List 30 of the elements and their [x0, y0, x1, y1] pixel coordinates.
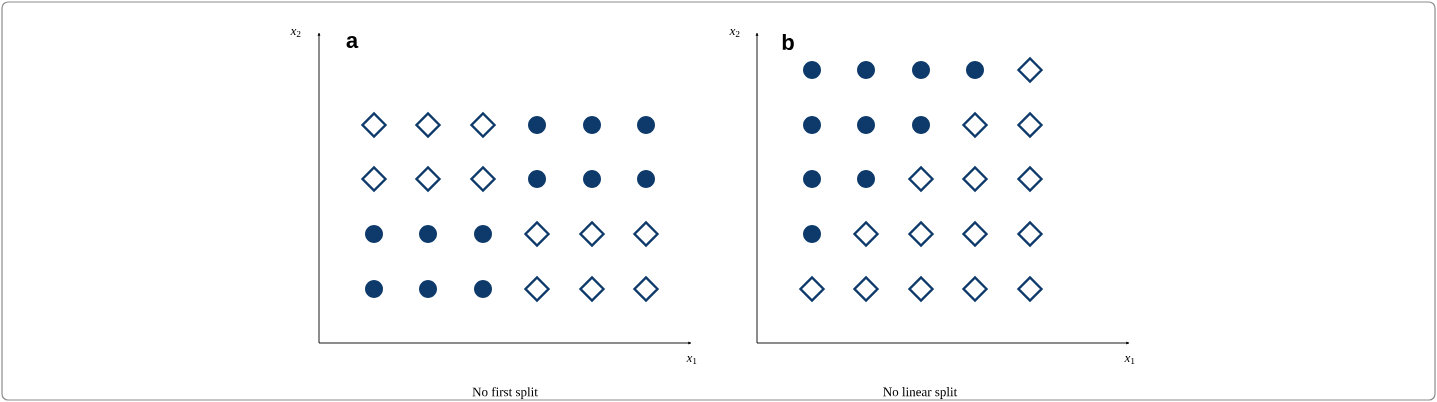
- filled-dot: [912, 61, 930, 79]
- panel-caption: No first split: [472, 387, 538, 399]
- filled-dot: [528, 116, 546, 134]
- filled-dot: [857, 61, 875, 79]
- axis-label: x$_{1}$: [686, 356, 697, 364]
- filled-dot: [583, 116, 601, 134]
- panel-letter: a: [346, 35, 359, 49]
- filled-dot: [583, 170, 601, 188]
- filled-dot: [528, 170, 546, 188]
- filled-dot: [912, 116, 930, 134]
- filled-dot: [637, 170, 655, 188]
- axis-label: x$_{1}$: [1124, 356, 1135, 364]
- filled-dot: [857, 116, 875, 134]
- filled-dot: [419, 280, 437, 298]
- filled-dot: [474, 225, 492, 243]
- filled-dot: [803, 61, 821, 79]
- filled-dot: [857, 170, 875, 188]
- filled-dot: [419, 225, 437, 243]
- filled-dot: [365, 280, 383, 298]
- axis-label: x$_{2}$: [290, 29, 301, 37]
- filled-dot: [803, 225, 821, 243]
- filled-dot: [474, 280, 492, 298]
- filled-dot: [637, 116, 655, 134]
- filled-dot: [803, 170, 821, 188]
- panel-caption: No linear split: [883, 387, 958, 399]
- filled-dot: [365, 225, 383, 243]
- filled-dot: [966, 61, 984, 79]
- panel-letter: b: [782, 33, 794, 51]
- axis-label: x$_{2}$: [729, 29, 740, 37]
- filled-dot: [803, 116, 821, 134]
